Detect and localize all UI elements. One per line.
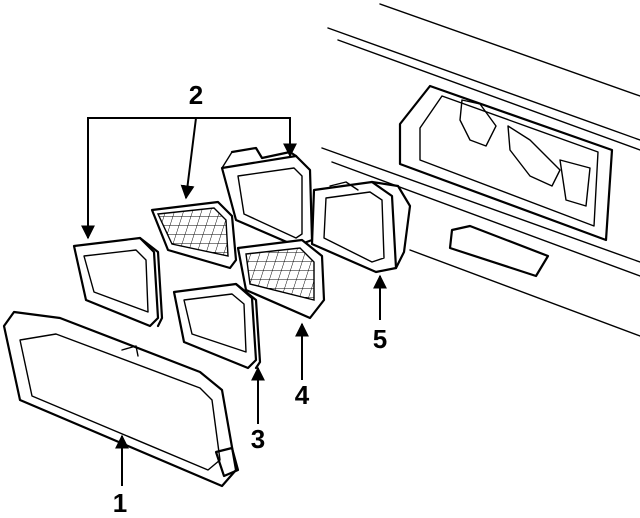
callout-number-2: 2 bbox=[189, 80, 203, 110]
part-3-headlamp-retainer bbox=[172, 282, 262, 370]
callout-number-3: 3 bbox=[251, 424, 265, 454]
part-1-headlamp-bezel bbox=[2, 310, 240, 488]
callout-number-4: 4 bbox=[295, 380, 310, 410]
part-2-upper-housing bbox=[220, 146, 314, 248]
part-2-sealed-beam-lamp bbox=[150, 200, 238, 270]
part-5-headlamp-housing bbox=[310, 180, 412, 274]
part-4-sealed-beam-lamp bbox=[236, 238, 326, 320]
callout-number-1: 1 bbox=[113, 488, 127, 518]
callout-leaders bbox=[81, 117, 387, 486]
vehicle-front-panel bbox=[321, 3, 640, 337]
callout-number-5: 5 bbox=[373, 324, 387, 354]
part-2-lower-retainer bbox=[72, 236, 164, 328]
